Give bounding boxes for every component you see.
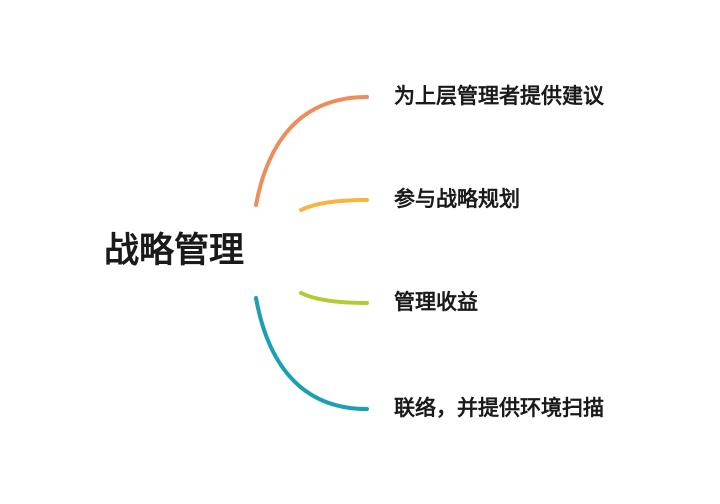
connector-line: [254, 95, 369, 207]
connector-line: [254, 296, 369, 411]
branch-node: 联络，并提供环境扫描: [394, 396, 604, 420]
branch-node: 为上层管理者提供建议: [394, 84, 604, 108]
connector-line: [299, 291, 369, 305]
root-node: 战略管理: [104, 231, 245, 271]
branch-node: 管理收益: [394, 290, 478, 314]
connector-line: [299, 198, 369, 212]
branch-node: 参与战略规划: [394, 187, 520, 211]
